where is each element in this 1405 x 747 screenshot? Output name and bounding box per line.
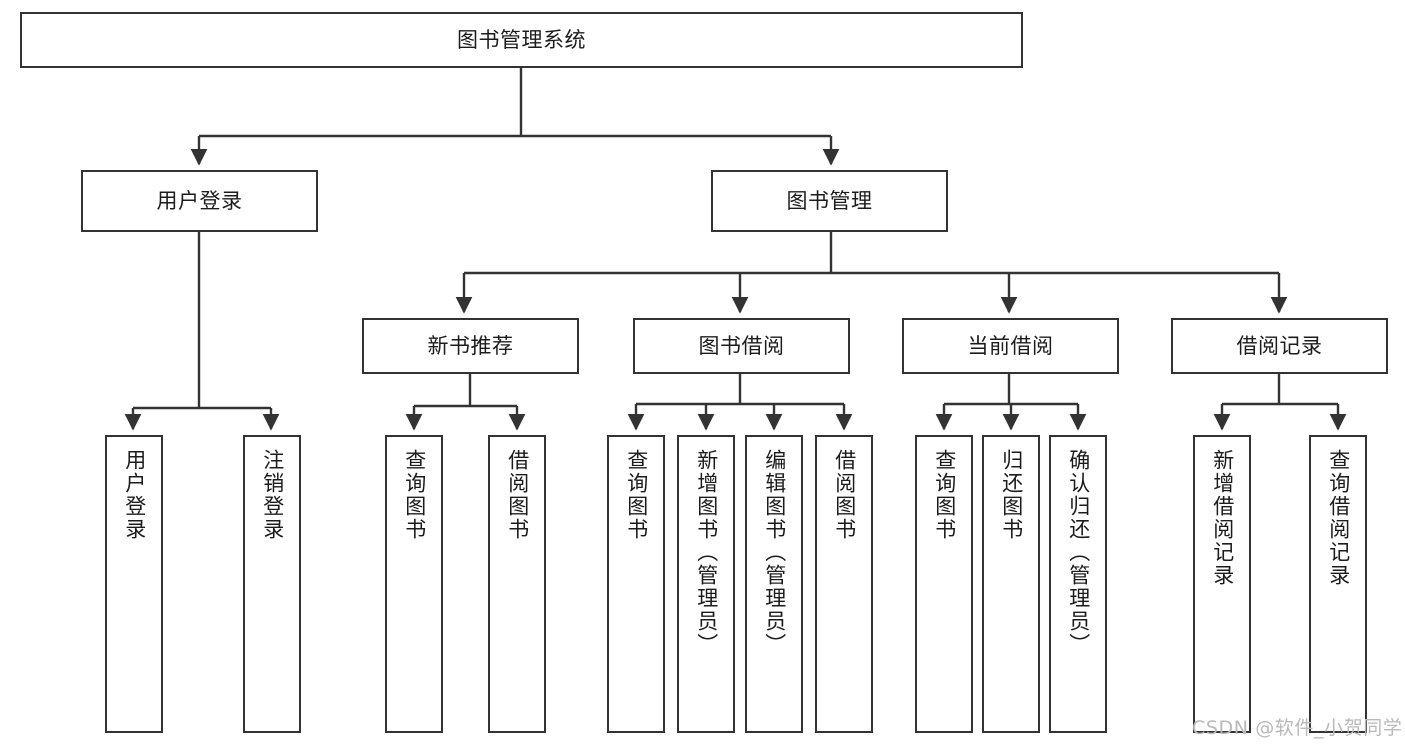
node-leaf-borrow-book-1-label: 借阅图书 <box>505 449 530 541</box>
node-leaf-query-book-3[interactable]: 查询图书 <box>915 435 973 733</box>
node-borrow-record-label: 借阅记录 <box>1236 333 1323 358</box>
node-borrow-record[interactable]: 借阅记录 <box>1171 318 1388 374</box>
node-user-login[interactable]: 用户登录 <box>81 170 318 232</box>
node-leaf-query-book-3-label: 查询图书 <box>932 449 957 541</box>
node-leaf-query-book-1-label: 查询图书 <box>402 449 427 541</box>
node-leaf-borrow-book-2-label: 借阅图书 <box>832 449 857 541</box>
node-leaf-add-record-label: 新增借阅记录 <box>1210 449 1235 587</box>
node-book-borrow-label: 图书借阅 <box>698 333 785 358</box>
node-book-manage-label: 图书管理 <box>786 188 873 213</box>
node-leaf-query-book-2[interactable]: 查询图书 <box>607 435 665 733</box>
node-leaf-borrow-book-2[interactable]: 借阅图书 <box>815 435 873 733</box>
node-leaf-add-book[interactable]: 新增图书（管理员） <box>677 435 735 733</box>
node-leaf-borrow-book-1[interactable]: 借阅图书 <box>488 435 546 733</box>
node-current-borrow-label: 当前借阅 <box>967 333 1054 358</box>
csdn-watermark: CSDN @软件_小贺同学 <box>1192 717 1403 739</box>
node-leaf-edit-book-label: 编辑图书（管理员） <box>762 449 787 656</box>
node-current-borrow[interactable]: 当前借阅 <box>902 318 1119 374</box>
node-leaf-add-record[interactable]: 新增借阅记录 <box>1193 435 1251 733</box>
node-leaf-return-book-label: 归还图书 <box>999 449 1024 541</box>
node-leaf-logout-label: 注销登录 <box>260 449 285 541</box>
node-leaf-return-book[interactable]: 归还图书 <box>982 435 1040 733</box>
node-leaf-logout[interactable]: 注销登录 <box>243 435 301 733</box>
node-leaf-query-book-2-label: 查询图书 <box>624 449 649 541</box>
node-leaf-confirm-return[interactable]: 确认归还（管理员） <box>1049 435 1107 733</box>
node-user-login-label: 用户登录 <box>156 188 243 213</box>
node-leaf-add-book-label: 新增图书（管理员） <box>694 449 719 656</box>
node-new-book-rec[interactable]: 新书推荐 <box>362 318 579 374</box>
node-leaf-query-book-1[interactable]: 查询图书 <box>385 435 443 733</box>
node-leaf-user-login[interactable]: 用户登录 <box>105 435 163 733</box>
node-leaf-query-record-label: 查询借阅记录 <box>1326 449 1351 587</box>
node-leaf-query-record[interactable]: 查询借阅记录 <box>1309 435 1367 733</box>
node-leaf-edit-book[interactable]: 编辑图书（管理员） <box>745 435 803 733</box>
node-new-book-rec-label: 新书推荐 <box>427 333 514 358</box>
node-book-borrow[interactable]: 图书借阅 <box>633 318 850 374</box>
node-leaf-confirm-return-label: 确认归还（管理员） <box>1066 449 1091 656</box>
node-book-manage[interactable]: 图书管理 <box>711 170 948 232</box>
node-leaf-user-login-label: 用户登录 <box>122 449 147 541</box>
node-root[interactable]: 图书管理系统 <box>20 12 1023 68</box>
node-root-label: 图书管理系统 <box>457 27 586 52</box>
